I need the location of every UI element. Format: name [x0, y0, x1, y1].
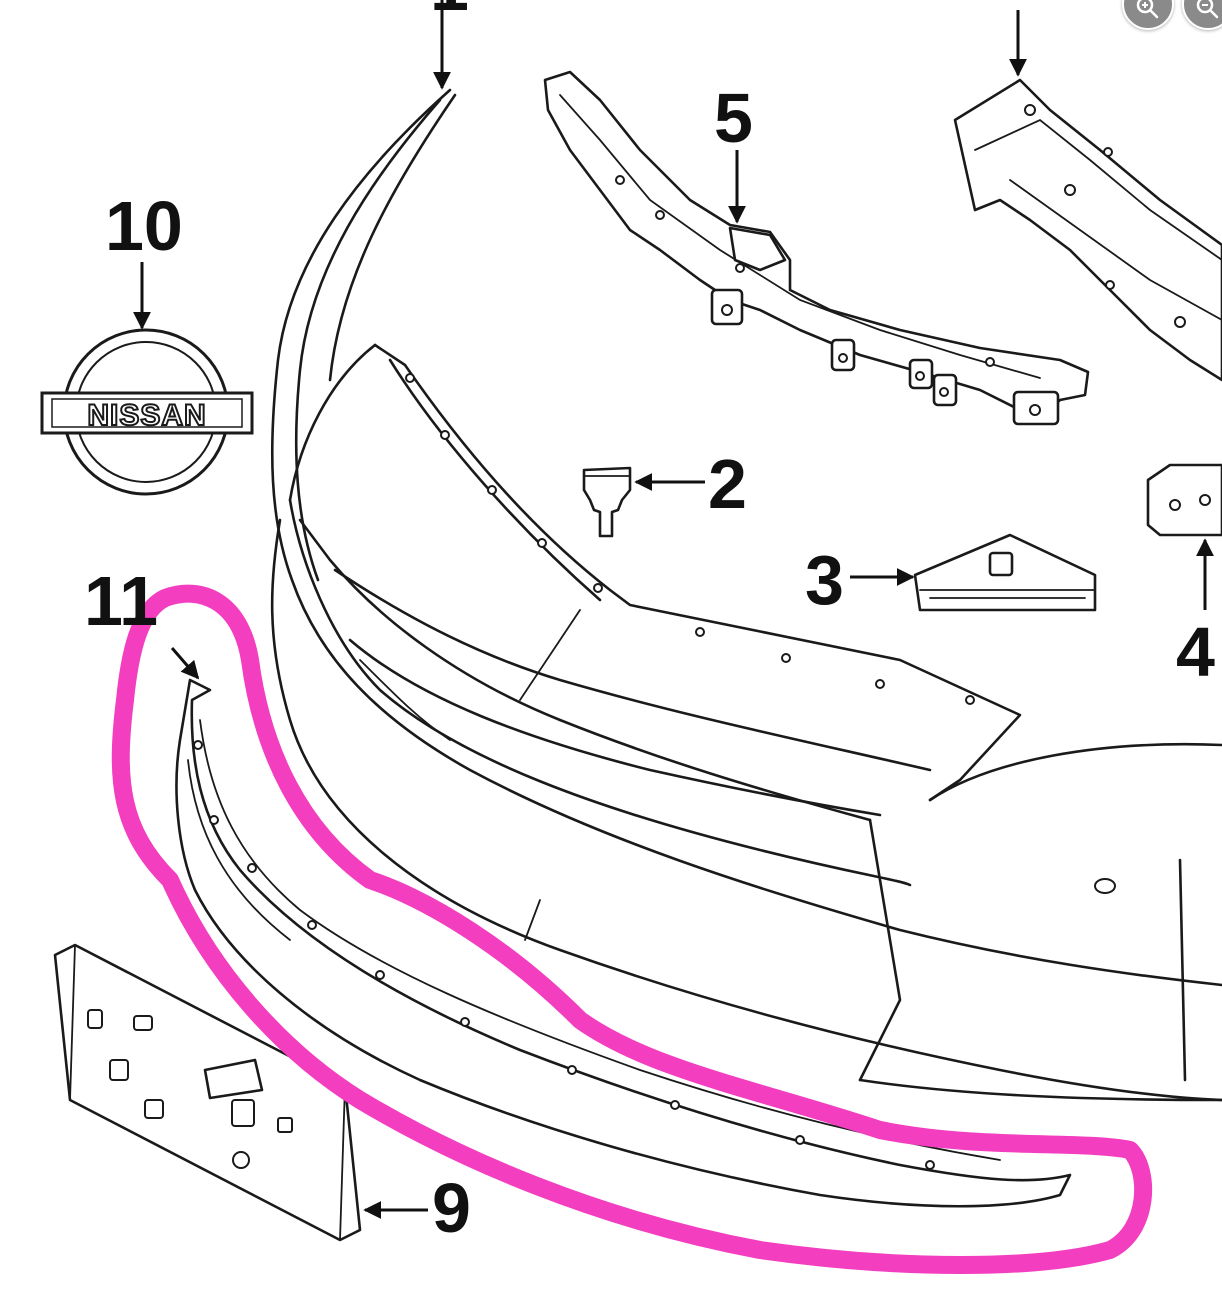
callout-arrows: [133, 0, 1214, 1219]
zoom-out-icon: [1196, 0, 1219, 19]
part-3-bracket: [913, 533, 1097, 612]
bumper-cover: [270, 88, 1222, 1102]
grille-panel: [288, 343, 1022, 817]
callout-1: 1: [430, 0, 469, 25]
callout-9: 9: [432, 1169, 471, 1247]
callout-5: 5: [714, 79, 753, 157]
callout-11: 11: [84, 562, 158, 640]
part-5-upper-retainer: [543, 70, 1090, 426]
callout-4: 4: [1176, 613, 1215, 691]
part-11-lower-valance: [175, 678, 1072, 1208]
callout-2: 2: [708, 445, 747, 523]
emblem-text: NISSAN: [87, 399, 206, 432]
part-10-emblem: NISSAN: [40, 328, 254, 496]
callout-3: 3: [805, 541, 844, 619]
zoom-in-icon: [1136, 0, 1159, 19]
grille-clip-holes: [405, 373, 975, 705]
part-4-clip: [1146, 463, 1222, 537]
part-9-license-bracket: [53, 943, 362, 1242]
highlight-outline: [111, 584, 1153, 1274]
callout-10: 10: [105, 187, 183, 265]
part-right-support: [953, 78, 1222, 382]
callout-labels: 1 5 2 3 4 10 11 9: [84, 0, 1215, 1247]
part-2-clip: [582, 466, 632, 538]
valance-clip-tabs: [193, 740, 935, 1170]
